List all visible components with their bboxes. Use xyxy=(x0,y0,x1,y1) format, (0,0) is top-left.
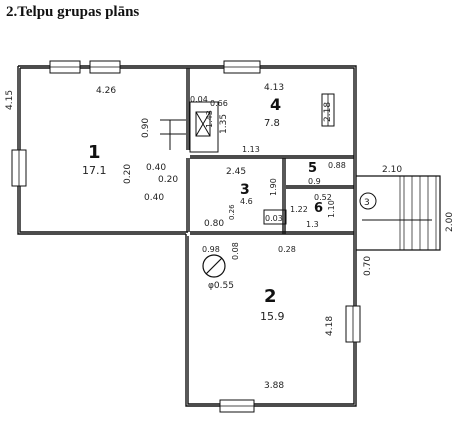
dim-label: 0.40 xyxy=(144,193,164,203)
entrance-marker xyxy=(359,192,377,210)
dim-label: 1.90 xyxy=(269,178,278,196)
dim-label: 2.18 xyxy=(323,102,333,122)
dim-label: 0.28 xyxy=(278,245,296,254)
room-2-area: 15.9 xyxy=(260,310,285,323)
room-2-number: 2 xyxy=(264,286,277,307)
dim-label: 1.43 xyxy=(205,110,214,128)
dim-label: 0.88 xyxy=(328,161,346,170)
dim-label: 0.90 xyxy=(141,118,151,138)
wall-r4-bottom xyxy=(190,155,354,159)
room-4-number: 4 xyxy=(270,95,281,114)
page-title: 2.Telpu grupas plāns xyxy=(6,4,140,20)
stove-icon xyxy=(202,254,226,278)
dim-label: 0.80 xyxy=(204,219,224,229)
dim-label: 0.03 xyxy=(265,214,283,223)
room-6-number: 6 xyxy=(314,201,323,216)
room-6-area: 1.3 xyxy=(306,220,319,229)
dim-label: 0.08 xyxy=(231,242,240,260)
outer-wall-left xyxy=(17,66,188,235)
dim-label: 0.04 xyxy=(190,95,208,104)
room-4-area: 7.8 xyxy=(264,118,280,129)
room-3-number: 3 xyxy=(240,182,250,198)
dim-label: 1.35 xyxy=(219,114,229,134)
wall-r5-r6 xyxy=(286,185,354,189)
dim-label: 1.22 xyxy=(290,205,308,214)
outer-wall-right-mid xyxy=(353,160,357,230)
dim-label: 4.13 xyxy=(264,83,284,93)
dim-label: 4.26 xyxy=(96,86,116,96)
room-5-number: 5 xyxy=(308,161,317,176)
dim-label: 0.26 xyxy=(228,204,236,220)
dim-label: 0.70 xyxy=(363,256,373,276)
outer-wall xyxy=(18,65,357,160)
dim-label: 2.10 xyxy=(382,165,402,175)
dim-label: 2.00 xyxy=(445,212,455,232)
dim-label: 0.20 xyxy=(123,164,133,184)
room-1-area: 17.1 xyxy=(82,164,107,177)
dim-label: 1.13 xyxy=(242,145,260,154)
dim-label: 4.18 xyxy=(325,316,335,336)
dim-label: 0.98 xyxy=(202,245,220,254)
dim-label: 2.45 xyxy=(226,167,246,177)
dim-label: 0.52 xyxy=(314,193,332,202)
dim-label: 3.88 xyxy=(264,381,284,391)
dim-label: 4.15 xyxy=(5,90,15,110)
dim-label: 0.40 xyxy=(146,163,166,173)
room-5-area: 0.9 xyxy=(308,177,321,186)
room-3-area: 4.6 xyxy=(240,197,253,206)
porch xyxy=(356,175,441,251)
dim-label: 0.66 xyxy=(210,99,228,108)
wall-r3-bottom xyxy=(190,231,354,235)
wall-r1-r4 xyxy=(186,68,190,150)
entrance-number: 3 xyxy=(364,198,370,208)
dim-label: φ0.55 xyxy=(208,281,234,291)
dim-label: 0.20 xyxy=(158,175,178,185)
room-1-number: 1 xyxy=(88,142,101,163)
wall-r3-right xyxy=(282,158,286,234)
wall-r1-r3 xyxy=(186,158,190,232)
dim-label: 1.10 xyxy=(327,200,336,218)
